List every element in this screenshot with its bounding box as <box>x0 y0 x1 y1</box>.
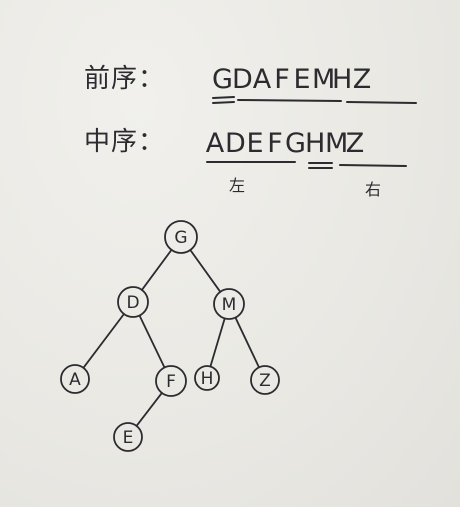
node-circle <box>113 422 143 452</box>
node-label: A <box>69 370 81 390</box>
node-label: H <box>201 369 214 389</box>
tree-nodes: G D M A F H Z E <box>60 220 280 452</box>
inorder-letter: Z <box>345 128 365 159</box>
inorder-letter: A <box>205 128 225 159</box>
node-label: Z <box>259 371 271 391</box>
node-circle <box>60 364 90 394</box>
inorder-letter: H <box>305 128 326 159</box>
tree-node-D: D <box>117 286 149 318</box>
preorder-sequence: G D A F E M H Z <box>212 64 372 95</box>
node-label: D <box>126 293 139 313</box>
tree-edge-F-E <box>135 391 163 427</box>
tree-edge-D-A <box>82 313 125 369</box>
root-double-underline <box>212 96 235 99</box>
tree-node-Z: Z <box>250 365 280 395</box>
tree-edge-G-M <box>189 249 222 293</box>
node-label: F <box>166 372 176 392</box>
tree-edge-G-D <box>141 248 173 291</box>
node-circle <box>164 220 198 254</box>
inorder-letter: E <box>246 128 264 159</box>
preorder-letter: F <box>274 64 290 95</box>
left-group-underline <box>237 99 342 102</box>
inorder-letter: D <box>225 128 246 159</box>
preorder-letter: D <box>232 64 253 95</box>
inorder-letter: F <box>267 128 283 159</box>
tree-node-M: M <box>213 288 245 320</box>
tree-node-A: A <box>60 364 90 394</box>
inorder-letter: G <box>285 128 306 159</box>
tree-edge-D-F <box>138 314 166 369</box>
tree-edge-M-H <box>209 317 226 368</box>
node-circle <box>194 365 220 391</box>
node-label: E <box>123 428 134 448</box>
preorder-letter: M <box>312 64 336 95</box>
preorder-letter: A <box>252 64 272 95</box>
tree-node-G: G <box>164 220 198 254</box>
preorder-letter: H <box>332 64 353 95</box>
node-circle <box>250 365 280 395</box>
preorder-letter: E <box>293 64 311 95</box>
root-double-underline <box>212 101 235 104</box>
node-circle <box>213 288 245 320</box>
right-group-underline <box>346 101 417 104</box>
tree-node-H: H <box>194 365 220 391</box>
tree-node-E: E <box>113 422 143 452</box>
right-subtree-label: 右 <box>365 180 382 199</box>
tree-edges <box>82 248 260 427</box>
preorder-letter: Z <box>352 64 372 95</box>
annotation-underlines <box>206 96 417 169</box>
node-circle <box>155 365 187 397</box>
preorder-letter: G <box>212 64 233 95</box>
inorder-letter: M <box>325 128 349 159</box>
node-circle <box>117 286 149 318</box>
inorder-sequence: A D E F G H M Z <box>205 128 365 159</box>
tree-edge-M-Z <box>234 316 260 369</box>
tree-node-F: F <box>155 365 187 397</box>
inorder-label: 中序： <box>84 127 166 157</box>
node-label: G <box>174 228 187 248</box>
left-subtree-label: 左 <box>229 176 246 195</box>
right-group-underline <box>339 164 407 167</box>
preorder-label: 前序： <box>84 64 166 94</box>
node-label: M <box>222 295 237 315</box>
